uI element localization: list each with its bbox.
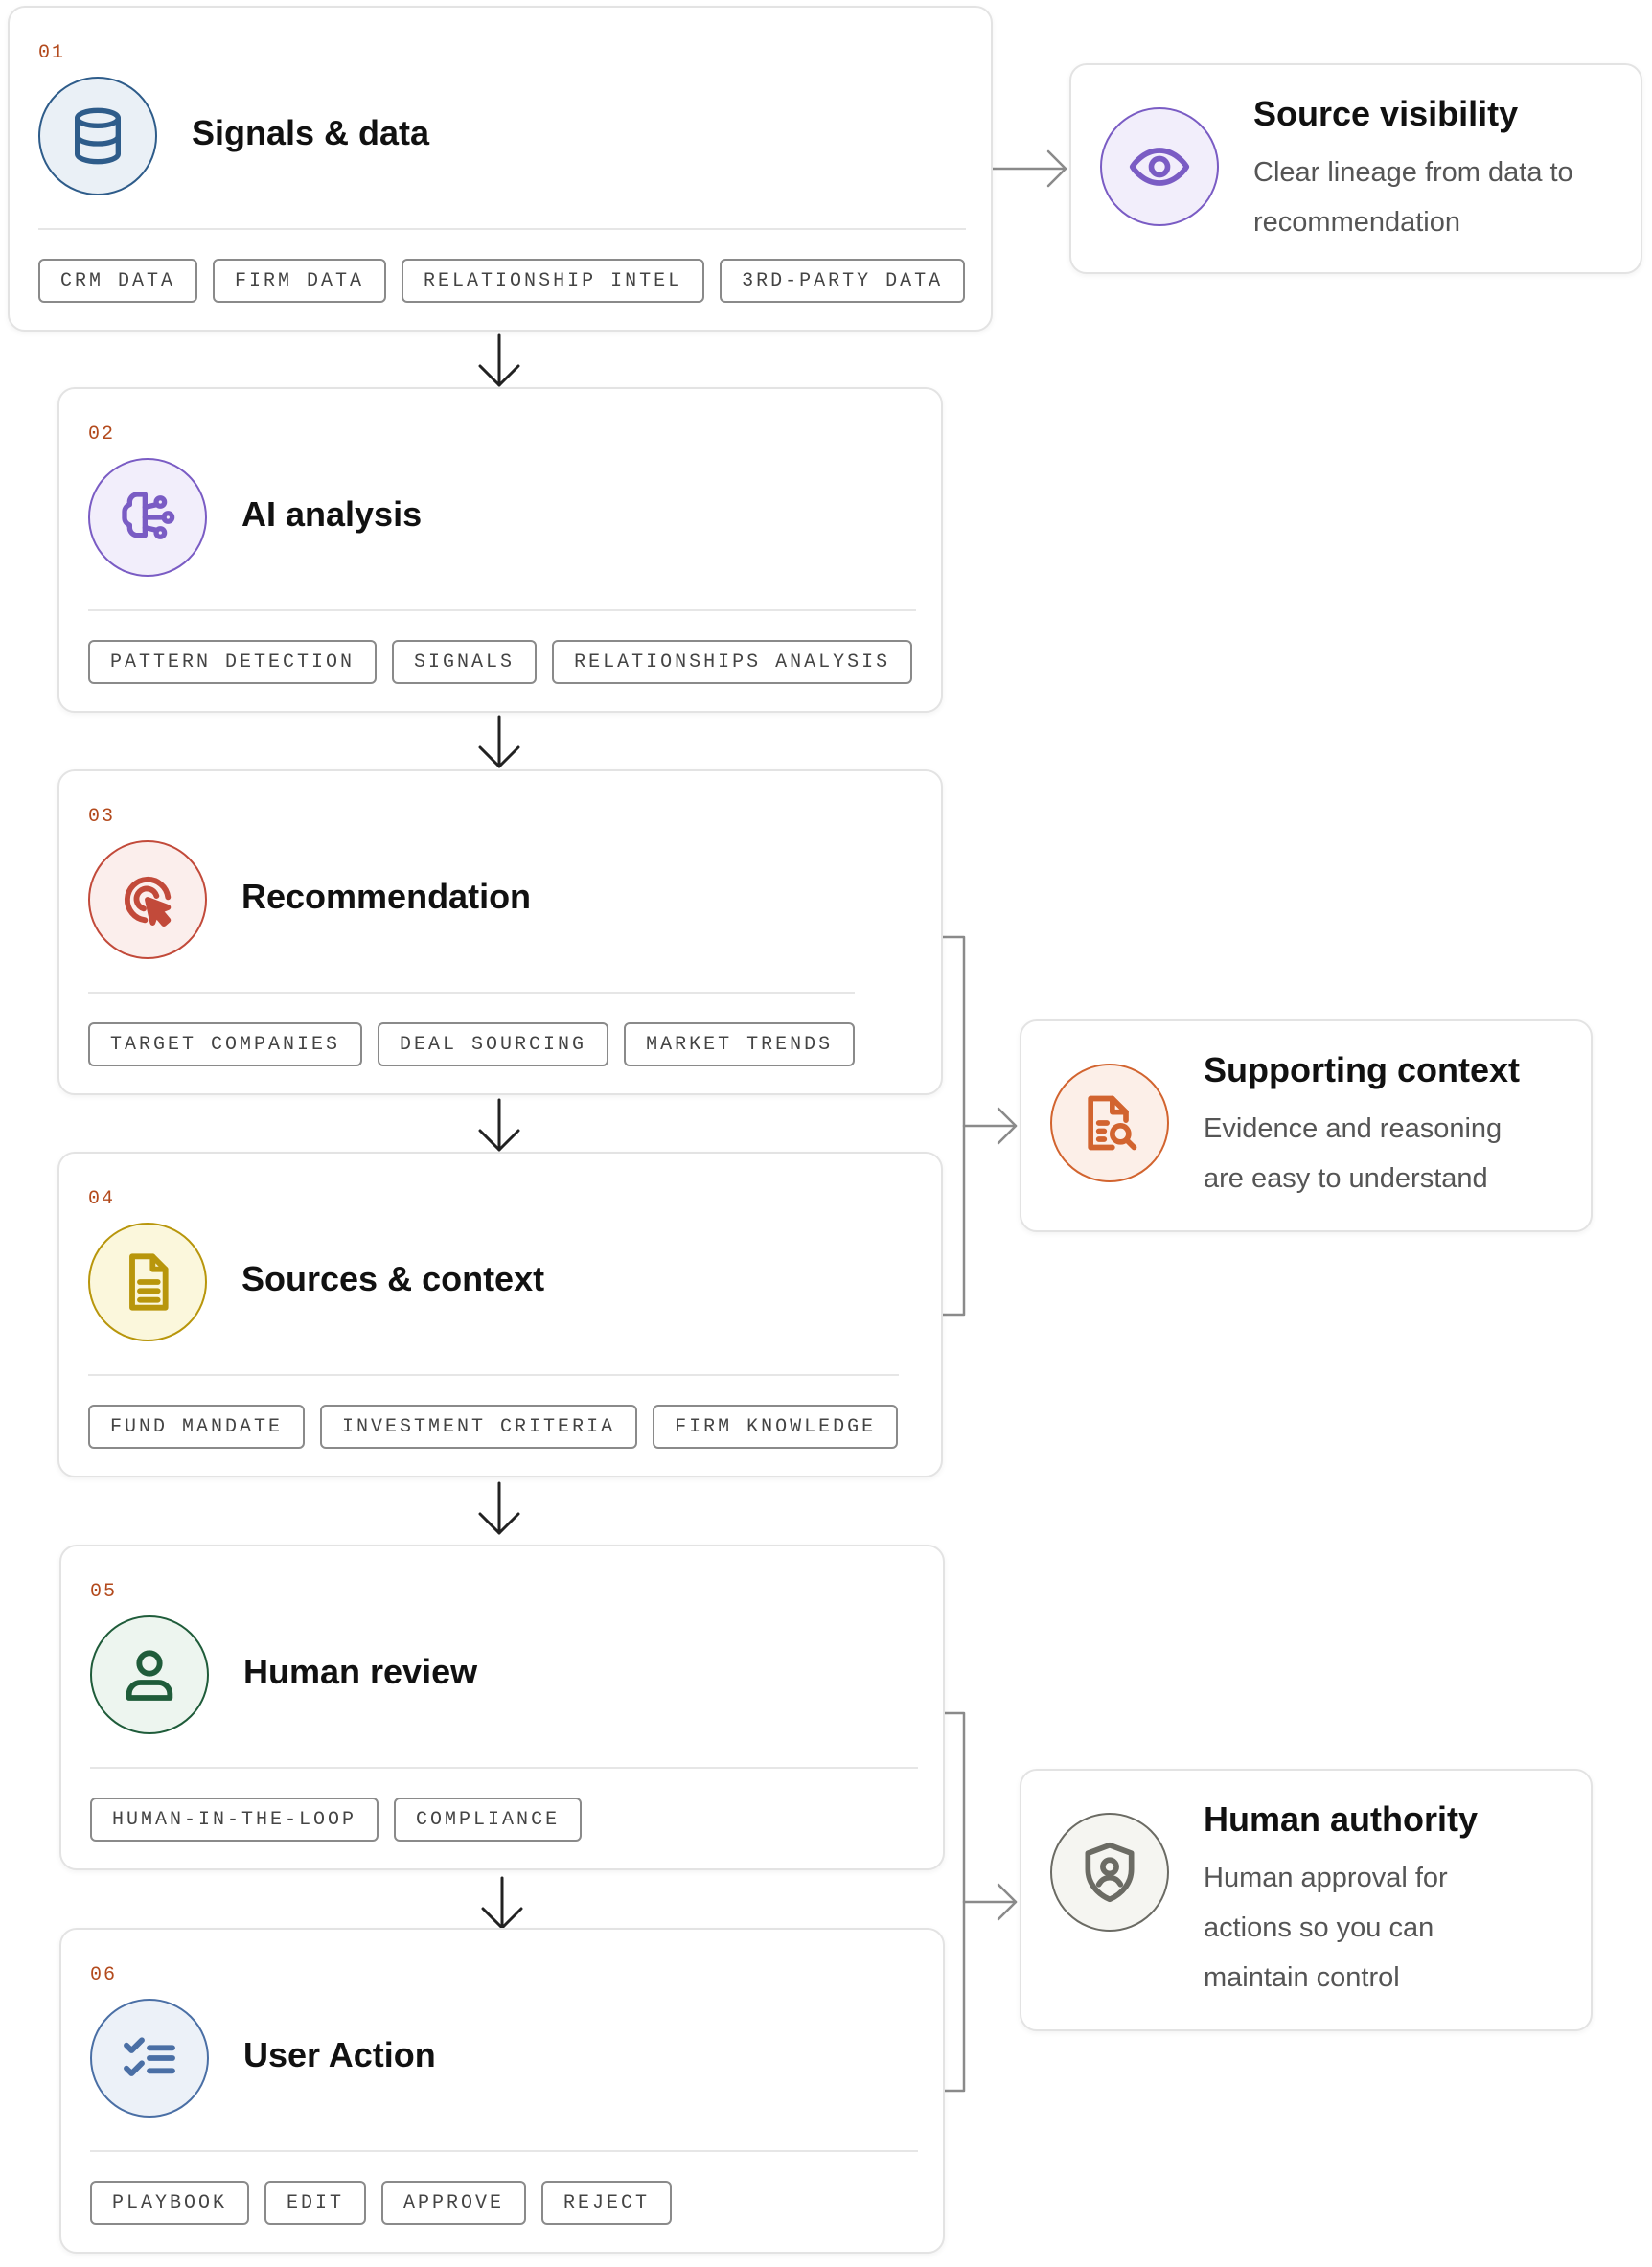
tag-list: PLAYBOOK EDIT APPROVE REJECT — [90, 2181, 673, 2225]
shield-user-icon — [1050, 1813, 1169, 1932]
tag: PATTERN DETECTION — [88, 640, 378, 684]
tag: HUMAN-IN-THE-LOOP — [90, 1798, 379, 1842]
document-icon — [88, 1223, 207, 1341]
divider — [90, 2150, 918, 2152]
bracket-authority — [943, 1711, 966, 2093]
bracket-context — [941, 935, 966, 1317]
side-card-source-visibility: Source visibility Clear lineage from dat… — [1069, 63, 1642, 274]
database-icon — [38, 77, 157, 195]
side-title: Source visibility — [1253, 94, 1519, 133]
step-card-human-review: 05 Human review HUMAN-IN-THE-LOOP COMPLI… — [59, 1545, 945, 1870]
step-title: Human review — [243, 1652, 478, 1691]
tag: EDIT — [264, 2181, 367, 2225]
target-cursor-icon — [88, 840, 207, 959]
side-title: Supporting context — [1204, 1050, 1520, 1089]
divider — [88, 992, 855, 994]
step-number: 02 — [88, 424, 116, 446]
tag: REJECT — [541, 2181, 673, 2225]
tag: DEAL SOURCING — [378, 1022, 609, 1066]
description-line: Evidence and reasoning — [1204, 1113, 1503, 1144]
tag: INVESTMENT CRITERIA — [320, 1405, 638, 1449]
tag-list: CRM DATA FIRM DATA RELATIONSHIP INTEL 3R… — [38, 259, 966, 303]
step-number: 04 — [88, 1188, 116, 1210]
description-line: recommendation — [1253, 207, 1460, 238]
tag: COMPLIANCE — [394, 1798, 583, 1842]
side-card-human-authority: Human authority Human approval for actio… — [1020, 1769, 1593, 2031]
tag-list: FUND MANDATE INVESTMENT CRITERIA FIRM KN… — [88, 1405, 899, 1449]
step-title: AI analysis — [241, 494, 423, 534]
description-line: Clear lineage from data to — [1253, 157, 1573, 188]
tag: CRM DATA — [38, 259, 198, 303]
step-number: 01 — [38, 42, 66, 64]
tag-list: TARGET COMPANIES DEAL SOURCING MARKET TR… — [88, 1022, 856, 1066]
step-card-signals: 01 Signals & data CRM DATA FIRM DATA REL… — [8, 6, 993, 332]
divider — [90, 1767, 918, 1769]
step-card-user-action: 06 User Action PLAYBOOK EDIT APPROVE REJ… — [59, 1928, 945, 2254]
tag: SIGNALS — [392, 640, 538, 684]
step-title: Sources & context — [241, 1259, 545, 1298]
divider — [88, 609, 916, 611]
tag: RELATIONSHIPS ANALYSIS — [552, 640, 913, 684]
divider — [88, 1374, 899, 1376]
description-line: actions so you can — [1204, 1912, 1434, 1943]
person-icon — [90, 1615, 209, 1734]
description-line: maintain control — [1204, 1962, 1400, 1993]
description-line: are easy to understand — [1204, 1163, 1488, 1194]
step-number: 05 — [90, 1581, 118, 1603]
tag: PLAYBOOK — [90, 2181, 250, 2225]
tag: MARKET TRENDS — [624, 1022, 856, 1066]
side-description: Clear lineage from data to recommendatio… — [1253, 148, 1573, 247]
ai-brain-icon — [88, 458, 207, 577]
tag: FUND MANDATE — [88, 1405, 306, 1449]
tag-list: PATTERN DETECTION SIGNALS RELATIONSHIPS … — [88, 640, 913, 684]
step-card-sources-context: 04 Sources & context FUND MANDATE INVEST… — [57, 1152, 943, 1477]
side-title: Human authority — [1204, 1799, 1479, 1839]
step-title: Recommendation — [241, 877, 532, 916]
tag: APPROVE — [381, 2181, 527, 2225]
step-title: User Action — [243, 2035, 436, 2074]
tag: 3RD-PARTY DATA — [720, 259, 966, 303]
tag: FIRM KNOWLEDGE — [653, 1405, 899, 1449]
description-line: Human approval for — [1204, 1863, 1448, 1893]
checklist-icon — [90, 1999, 209, 2118]
document-search-icon — [1050, 1064, 1169, 1182]
step-number: 06 — [90, 1964, 118, 1986]
eye-icon — [1100, 107, 1219, 226]
step-number: 03 — [88, 806, 116, 828]
tag: FIRM DATA — [213, 259, 387, 303]
side-description: Human approval for actions so you can ma… — [1204, 1853, 1448, 2003]
step-card-ai-analysis: 02 AI analysis PATTERN DETECTION SIGNALS… — [57, 387, 943, 713]
step-card-recommendation: 03 Recommendation TARGET COMPANIES DEAL … — [57, 769, 943, 1095]
tag: RELATIONSHIP INTEL — [402, 259, 705, 303]
tag-list: HUMAN-IN-THE-LOOP COMPLIANCE — [90, 1798, 583, 1842]
tag: TARGET COMPANIES — [88, 1022, 363, 1066]
side-card-supporting-context: Supporting context Evidence and reasonin… — [1020, 1019, 1593, 1232]
step-title: Signals & data — [192, 113, 430, 152]
side-description: Evidence and reasoning are easy to under… — [1204, 1104, 1502, 1203]
divider — [38, 228, 966, 230]
